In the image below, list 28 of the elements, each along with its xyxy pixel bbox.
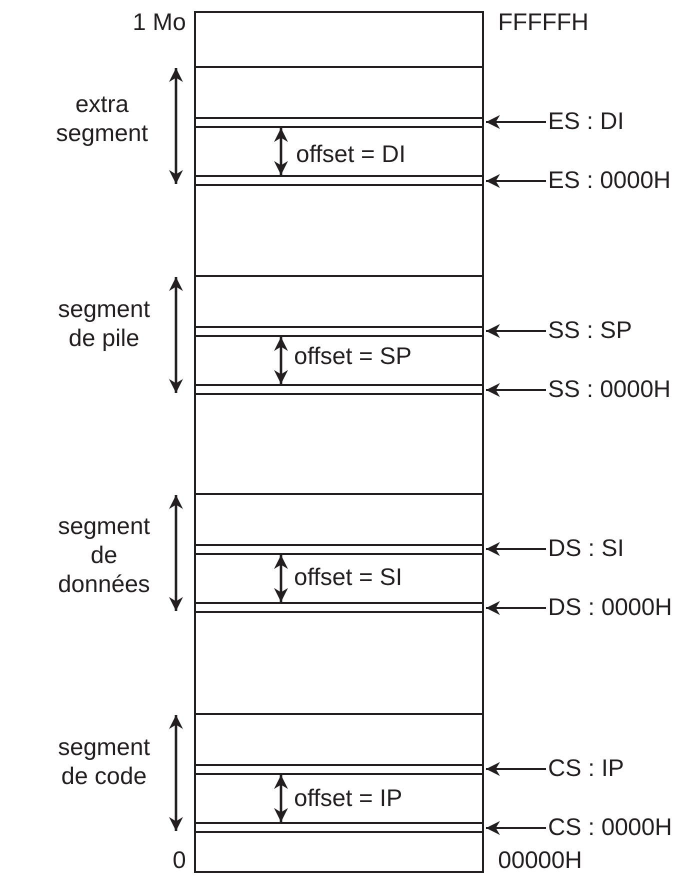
address-label: DS : SI <box>548 534 624 563</box>
arrow <box>486 324 546 338</box>
offset-label: offset = IP <box>294 784 402 813</box>
address-label: 0 <box>172 846 186 875</box>
offset-label: offset = SP <box>294 342 412 371</box>
address-label: FFFFFH <box>498 8 589 37</box>
arrow <box>486 383 546 397</box>
segment-label: segment de données <box>56 512 152 599</box>
address-label: CS : 0000H <box>548 813 672 842</box>
address-label: CS : IP <box>548 754 624 783</box>
arrow <box>486 601 546 615</box>
arrow <box>486 174 546 188</box>
address-label: SS : 0000H <box>548 375 671 404</box>
offset-label: offset = SI <box>294 563 402 592</box>
arrow <box>486 821 546 835</box>
segment-label: segment de pile <box>56 295 152 353</box>
segment-label: segment de code <box>56 733 152 791</box>
arrow <box>486 542 546 556</box>
arrow <box>486 115 546 129</box>
segment-label: extra segment <box>54 90 150 148</box>
address-label: ES : DI <box>548 107 624 136</box>
address-label: 1 Mo <box>132 8 186 37</box>
address-label: SS : SP <box>548 316 632 345</box>
address-label: ES : 0000H <box>548 166 671 195</box>
offset-label: offset = DI <box>296 140 406 169</box>
address-label: DS : 0000H <box>548 593 672 622</box>
arrow <box>486 762 546 776</box>
address-label: 00000H <box>498 846 582 875</box>
